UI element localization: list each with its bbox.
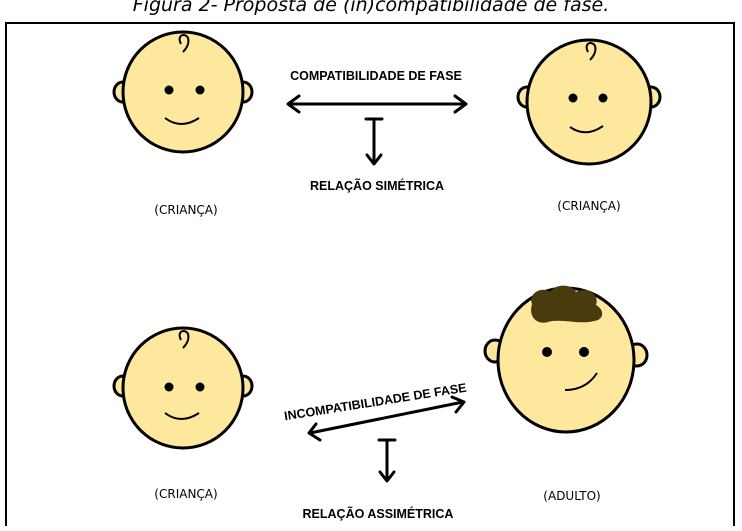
adult-face-bottom-right <box>483 285 649 434</box>
adult-hair <box>531 285 603 323</box>
compatibility-label: COMPATIBILIDADE DE FASE <box>290 69 462 83</box>
figure-frame <box>5 22 735 526</box>
double-arrow-top <box>286 94 468 114</box>
figure-caption: Figura 2- Proposta de (in)compatibilidad… <box>132 0 610 16</box>
down-arrow-bottom <box>377 438 397 483</box>
child-label-bottom-left: (CRIANÇA) <box>154 487 217 501</box>
child-face-top-left <box>112 30 254 154</box>
child-face-bottom-left <box>112 326 254 450</box>
incompatibility-label: INCOMPATIBILIDADE DE FASE <box>283 381 467 424</box>
child-face-top-right <box>516 38 662 166</box>
adult-label-bottom-right: (ADULTO) <box>543 489 600 503</box>
down-arrow-top <box>364 117 384 166</box>
child-label-top-right: (CRIANÇA) <box>557 199 620 213</box>
symmetric-relation-label: RELAÇÃO SIMÉTRICA <box>310 178 444 193</box>
double-arrow-bottom <box>307 395 466 442</box>
asymmetric-relation-label: RELAÇÃO ASSIMÉTRICA <box>303 506 454 521</box>
child-label-top-left: (CRIANÇA) <box>154 203 217 217</box>
